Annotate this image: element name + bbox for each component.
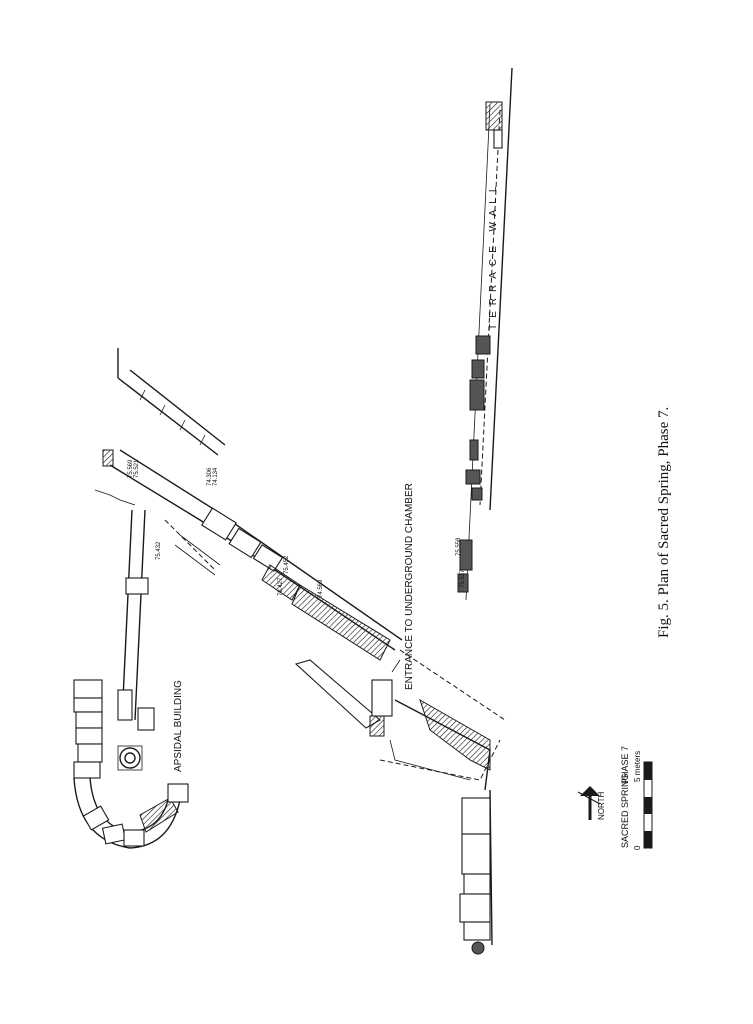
elevation-label: 74.306	[207, 467, 213, 486]
terrace-wall	[457, 67, 513, 601]
elevation-label: 74.569	[318, 579, 324, 598]
elevation-label: 75.452	[284, 555, 290, 574]
upper-angled-wall	[102, 348, 226, 467]
elevation-label: 75.558	[456, 537, 462, 556]
entrance-leader	[391, 659, 401, 673]
scale-bar	[643, 761, 653, 849]
elevation-label: 75.432	[156, 541, 162, 560]
elevation-label: 76.427	[278, 577, 284, 596]
terrace-wall-label: TERRACE WALL	[488, 181, 499, 330]
legend-phase: PHASE 7	[620, 746, 630, 784]
apsidal-building	[73, 679, 189, 849]
elevation-label: 75.521	[134, 459, 140, 478]
apsidal-building-label: APSIDAL BUILDING	[173, 680, 184, 772]
legend-north: NORTH	[597, 791, 606, 820]
elevation-label: 75.569	[128, 459, 134, 478]
underground-chamber	[294, 649, 506, 955]
legend-scale-start: 0	[633, 845, 642, 850]
entrance-label: ENTRANCE TO UNDERGROUND CHAMBER	[404, 483, 415, 690]
legend-scale-end: 5 meters	[633, 751, 642, 782]
north-south-wall	[94, 489, 221, 721]
diagonal-wall	[109, 449, 403, 661]
legend-sacred-spring: SACRED SPRING	[620, 773, 630, 848]
figure-caption: Fig. 5. Plan of Sacred Spring, Phase 7.	[656, 407, 672, 638]
elevation-label: 74.134	[213, 467, 219, 486]
elevation-label: 75.537	[460, 569, 466, 588]
north-arrow-icon	[577, 786, 601, 820]
legend: SACRED SPRING PHASE 7 0 5 meters NORTH	[577, 746, 653, 850]
